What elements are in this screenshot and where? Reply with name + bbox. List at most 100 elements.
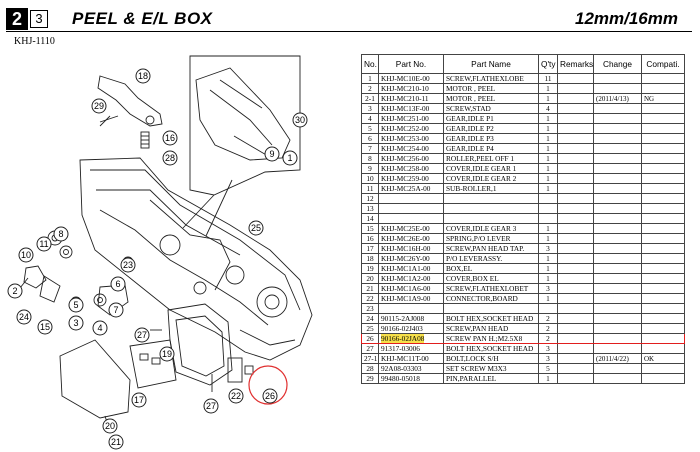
cell-qty-text: 1 (546, 184, 550, 193)
cell-qty: 3 (538, 243, 558, 254)
cell-qty: 4 (538, 103, 558, 114)
cell-part-no-text: 92A08-03303 (381, 364, 422, 373)
cell-part-name-text: PIN,PARALLEL (446, 374, 497, 383)
callout-19: 19 (159, 346, 175, 362)
cell-no: 20 (361, 273, 379, 284)
cell-part-no-text: KHJ-MC13F-00 (381, 104, 430, 113)
cell-part-name-text: P/O LEVERASSY. (446, 254, 503, 263)
cell-remarks (557, 283, 594, 294)
cell-qty-text: 1 (546, 234, 550, 243)
table-row: 13 (361, 203, 685, 214)
cell-no-text: 14 (366, 214, 374, 223)
cell-no: 24 (361, 313, 379, 324)
cell-remarks (557, 143, 594, 154)
cell-remarks (557, 73, 594, 84)
cell-no: 3 (361, 103, 379, 114)
cell-part-name: MOTOR , PEEL (443, 83, 539, 94)
cell-compat (641, 253, 685, 264)
cell-no-text: 29 (366, 374, 374, 383)
cell-compat (641, 313, 685, 324)
cell-change (593, 273, 642, 284)
cell-part-no: KHJ-MC10E-00 (378, 73, 444, 84)
cell-remarks (557, 263, 594, 274)
callout-25-label: 25 (251, 223, 261, 233)
cell-change (593, 153, 642, 164)
table-row: 12 (361, 193, 685, 204)
cell-part-name-text: COVER,BOX EL (446, 274, 499, 283)
cell-part-no-text: KHJ-MC26Y-00 (381, 254, 430, 263)
col-no: No. (361, 54, 379, 74)
cell-part-name: COVER,IDLE GEAR 1 (443, 163, 539, 174)
cell-compat (641, 373, 685, 384)
cell-part-no-text: KHJ-MC251-00 (381, 114, 429, 123)
page-number: 2 (6, 8, 28, 30)
cell-no-text: 6 (368, 134, 372, 143)
callout-4: 4 (92, 320, 108, 336)
cell-qty-text: 1 (546, 224, 550, 233)
cell-part-name (443, 203, 539, 214)
cell-remarks (557, 223, 594, 234)
cell-part-no: 90115-2AJ008 (378, 313, 444, 324)
cell-remarks (557, 153, 594, 164)
cell-no: 2 (361, 83, 379, 94)
cell-part-no-text: 90115-2AJ008 (381, 314, 425, 323)
callout-24-label: 24 (19, 312, 29, 322)
cell-qty-text: 1 (546, 294, 550, 303)
cell-qty (538, 203, 558, 214)
callout-3-label: 3 (73, 318, 78, 328)
cell-no-text: 21 (366, 284, 374, 293)
callout-28-label: 28 (165, 153, 175, 163)
cell-compat (641, 233, 685, 244)
cell-part-name-text: GEAR,IDLE P1 (446, 114, 494, 123)
cell-change: (2011/4/13) (593, 93, 642, 104)
cell-part-name-text: SCREW,FLATHEXLOBET (446, 284, 529, 293)
cell-qty-text: 1 (546, 114, 550, 123)
cell-part-name-text: SCREW,FLATHEXLOBE (446, 74, 524, 83)
cell-compat (641, 273, 685, 284)
callout-21: 21 (108, 434, 124, 450)
callout-8-label: 8 (58, 229, 63, 239)
cell-part-no: KHJ-MC25E-00 (378, 223, 444, 234)
cell-part-no-text: KHJ-MC256-00 (381, 154, 429, 163)
cell-compat (641, 243, 685, 254)
cell-part-no: 90166-02JA08 (378, 333, 444, 344)
cell-qty: 3 (538, 283, 558, 294)
cell-part-name: P/O LEVERASSY. (443, 253, 539, 264)
cell-compat (641, 143, 685, 154)
cell-qty: 1 (538, 153, 558, 164)
cell-change (593, 203, 642, 214)
cell-part-no-text: KHJ-MC1A9-00 (381, 294, 431, 303)
cell-qty: 3 (538, 343, 558, 354)
callout-16-label: 16 (165, 133, 175, 143)
cell-no: 9 (361, 163, 379, 174)
cell-no: 19 (361, 263, 379, 274)
cell-change (593, 103, 642, 114)
cell-part-name-text: GEAR,IDLE P2 (446, 124, 494, 133)
cell-change (593, 123, 642, 134)
cell-remarks (557, 333, 594, 344)
cell-no-text: 3 (368, 104, 372, 113)
cell-part-name-text: COVER,IDLE GEAR 2 (446, 174, 517, 183)
cell-part-name-text: SPRING,P/O LEVER (446, 234, 511, 243)
cell-remarks (557, 253, 594, 264)
cell-compat (641, 73, 685, 84)
callout-11: 11 (36, 236, 52, 252)
cell-part-name: PIN,PARALLEL (443, 373, 539, 384)
cell-part-name-text: BOLT HEX,SOCKET HEAD (446, 314, 534, 323)
cell-no: 26 (361, 333, 379, 344)
callout-23: 23 (120, 257, 136, 273)
cell-part-no: KHJ-MC26Y-00 (378, 253, 444, 264)
cell-part-no: KHJ-MC13F-00 (378, 103, 444, 114)
detail-inset-frame (189, 55, 301, 196)
callout-24: 24 (16, 309, 32, 325)
cell-part-name: COVER,IDLE GEAR 3 (443, 223, 539, 234)
table-row: 14 (361, 213, 685, 224)
cell-remarks (557, 183, 594, 194)
cell-part-name: SET SCREW M3X3 (443, 363, 539, 374)
callout-7-label: 7 (113, 305, 118, 315)
cell-part-no-text: KHJ-MC210-10 (381, 84, 429, 93)
